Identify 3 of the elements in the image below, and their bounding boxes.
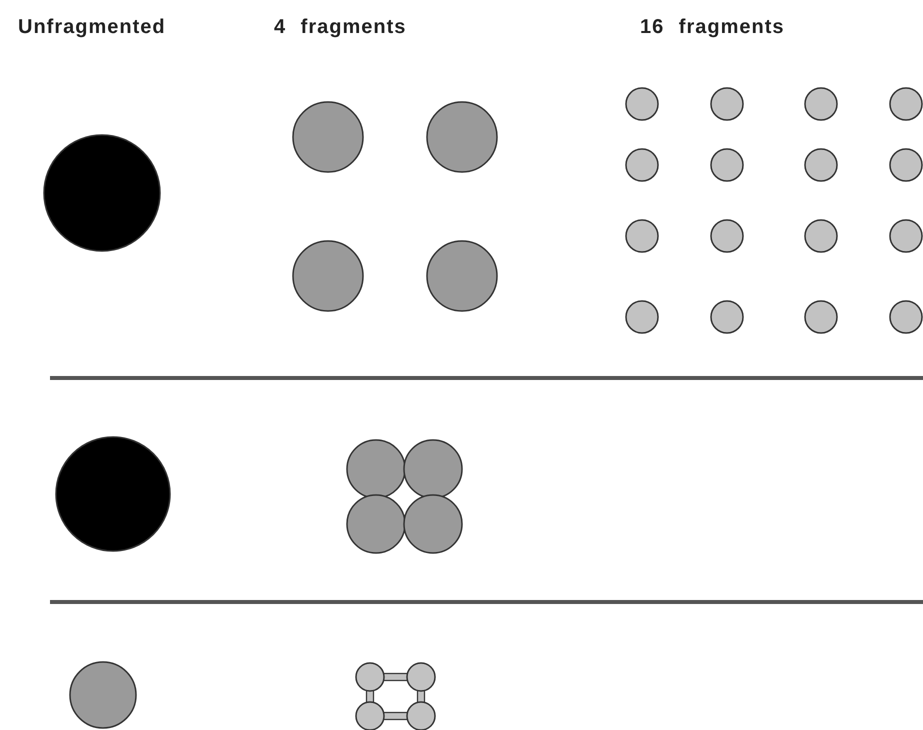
column-heading: Unfragmented: [18, 16, 166, 39]
column-heading: 16 fragments: [640, 16, 784, 39]
column-heading: 4 fragments: [274, 16, 406, 39]
